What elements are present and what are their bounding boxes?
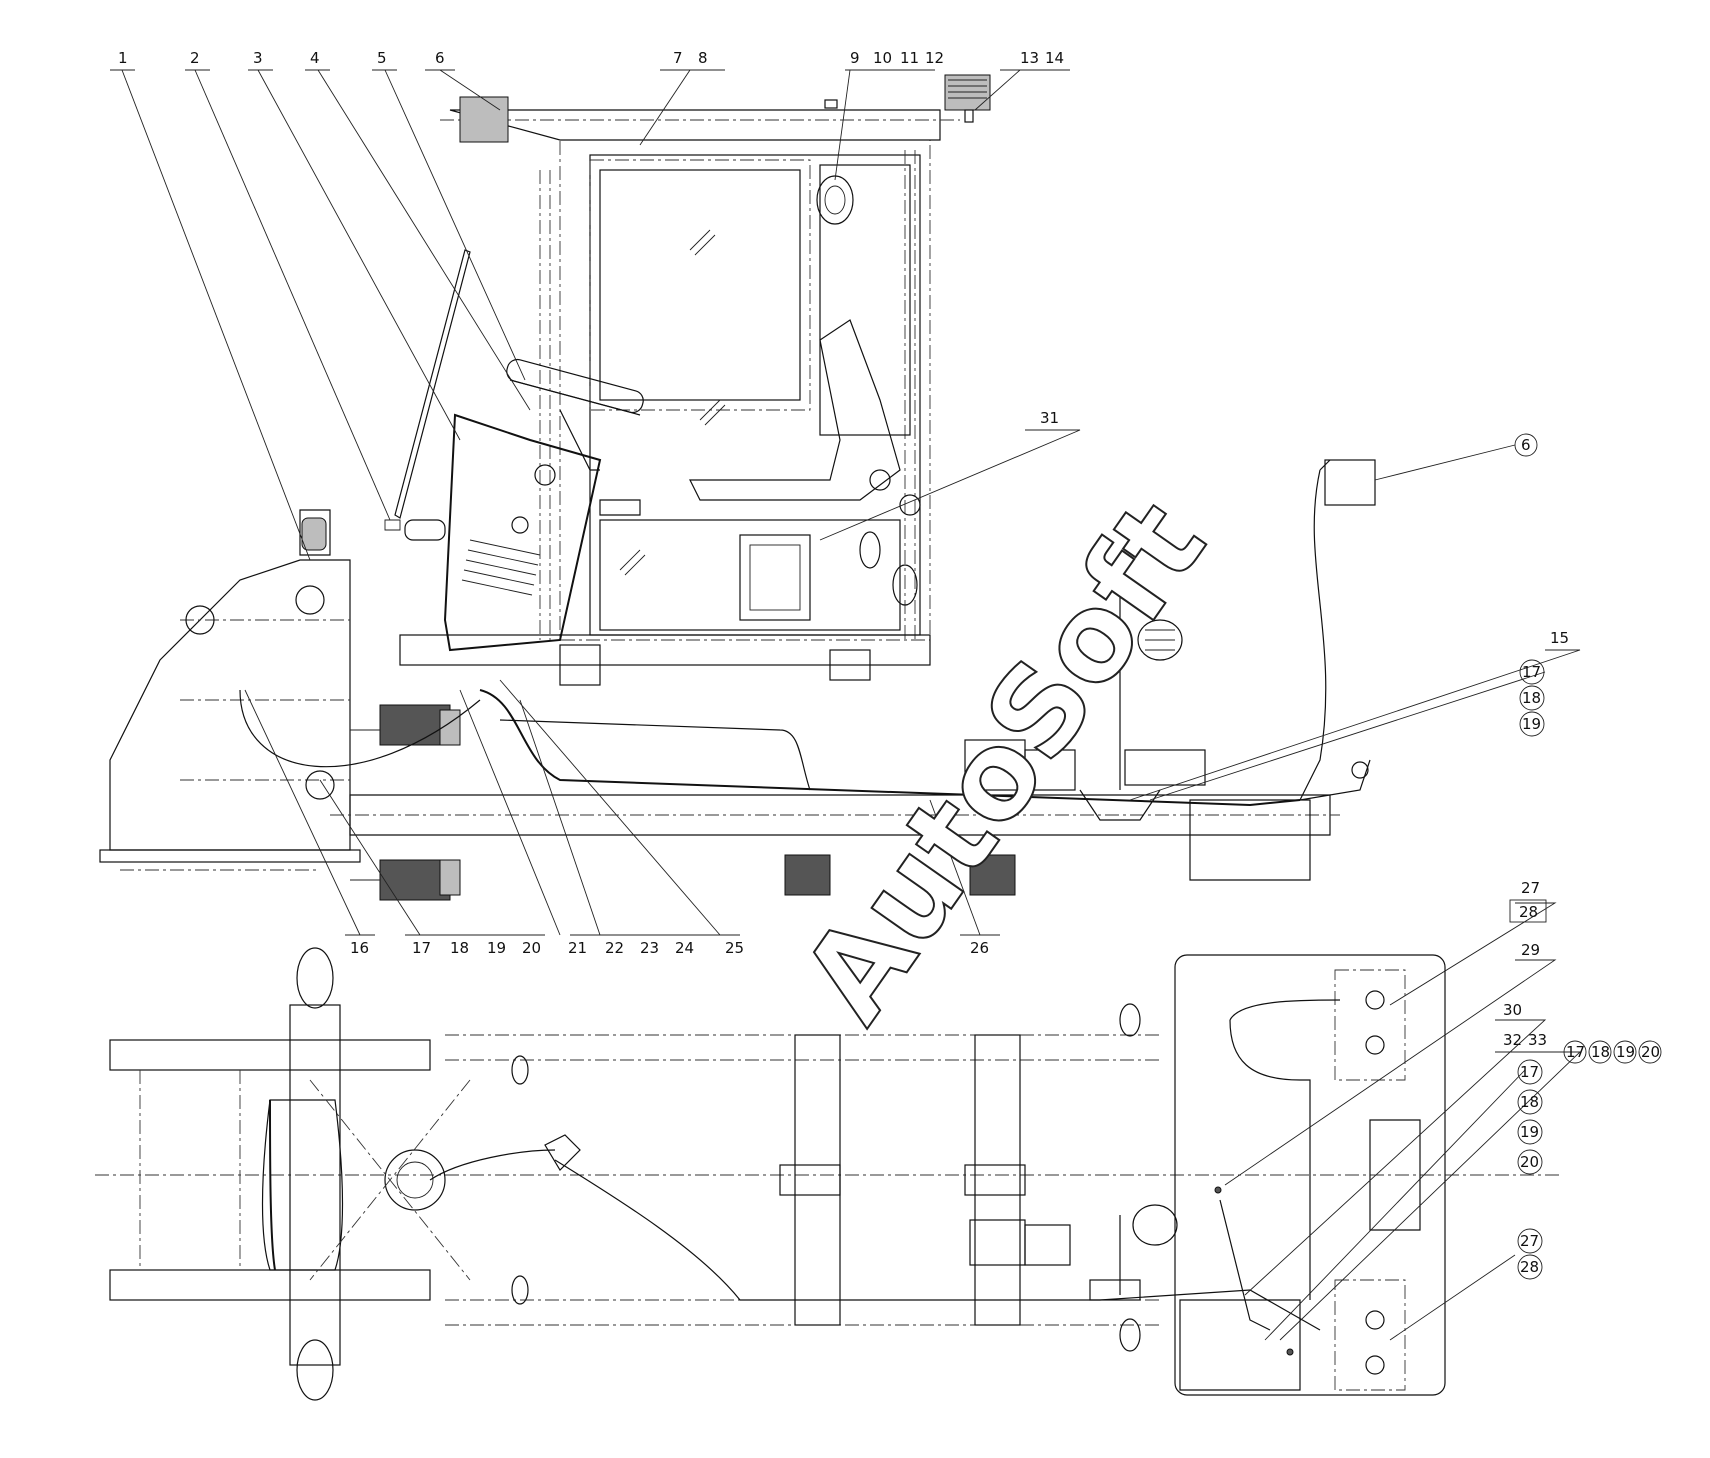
top-labels: 1 2 3 4 5 6 7 8 9 10 11 12 13 14 (118, 49, 1064, 67)
plan-harness (269, 999, 1341, 1356)
bottom-circled-28: 28 (1520, 1258, 1539, 1276)
plan-circled-row: 17 18 19 20 (1563, 1040, 1662, 1064)
engine-components (964, 619, 1206, 791)
label-30: 30 (1503, 1001, 1522, 1019)
bottom-circle-27 (1517, 1228, 1543, 1254)
label-16: 16 (350, 939, 369, 957)
label-12: 12 (925, 49, 944, 67)
label-25: 25 (725, 939, 744, 957)
col-circled-17: 17 (1520, 1063, 1539, 1081)
label-8: 8 (698, 49, 708, 67)
axle-couplings (350, 644, 1016, 901)
row-circled-20: 20 (1641, 1043, 1660, 1061)
side-right-labels: 15 31 (1040, 409, 1569, 647)
label-28: 28 (1519, 903, 1538, 921)
rear-section (1174, 954, 1446, 1396)
circled-18: 18 (1522, 689, 1541, 707)
label-33: 33 (1528, 1031, 1547, 1049)
label-19: 19 (487, 939, 506, 957)
operator-seat (599, 319, 921, 516)
pivot-joint (309, 1079, 471, 1281)
label-31: 31 (1040, 409, 1059, 427)
row-circle-20 (1638, 1040, 1662, 1064)
plan-frame (445, 1003, 1160, 1352)
label-21: 21 (568, 939, 587, 957)
circle-6 (1514, 433, 1538, 457)
plan-circled-col: 17 18 19 20 (1517, 1059, 1543, 1175)
label-6: 6 (435, 49, 445, 67)
label-27: 27 (1521, 879, 1540, 897)
bottom-circled-27: 27 (1520, 1232, 1539, 1250)
windscreen-wiper (384, 249, 471, 541)
circle-18 (1519, 685, 1545, 711)
side-circled-labels: 6 17 18 19 (1514, 433, 1545, 737)
circle-19 (1519, 711, 1545, 737)
row-circle-17 (1563, 1040, 1587, 1064)
label-24: 24 (675, 939, 694, 957)
bottom-circle-28 (1517, 1254, 1543, 1280)
label-3: 3 (253, 49, 263, 67)
row-circled-17: 17 (1566, 1043, 1585, 1061)
label-7: 7 (673, 49, 683, 67)
row-circled-19: 19 (1616, 1043, 1635, 1061)
row-circle-18 (1588, 1040, 1612, 1064)
side-box (1324, 459, 1376, 506)
label-5: 5 (377, 49, 387, 67)
plan-circled-bottom: 27 28 (1517, 1228, 1543, 1280)
circled-19: 19 (1522, 715, 1541, 733)
side-bottom-labels: 16 17 18 19 20 21 22 23 24 25 26 (350, 939, 989, 957)
circle-17 (1519, 659, 1545, 685)
watermark: AutoSoft (777, 478, 1233, 1046)
label-9: 9 (850, 49, 860, 67)
row-circled-18: 18 (1591, 1043, 1610, 1061)
plan-labels: 27 28 29 30 32 33 (1503, 879, 1547, 1049)
label-28-box (1509, 899, 1547, 923)
leader-lines (110, 69, 1582, 1341)
col-circle-20 (1517, 1149, 1543, 1175)
label-32: 32 (1503, 1031, 1522, 1049)
label-11: 11 (900, 49, 919, 67)
label-22: 22 (605, 939, 624, 957)
col-circled-18: 18 (1520, 1093, 1539, 1111)
circled-6: 6 (1521, 436, 1531, 454)
label-29: 29 (1521, 941, 1540, 959)
plan-components (544, 1134, 1178, 1301)
chassis-rail (120, 794, 1340, 881)
label-2: 2 (190, 49, 200, 67)
roof-beacon (824, 74, 991, 123)
label-20: 20 (522, 939, 541, 957)
label-15: 15 (1550, 629, 1569, 647)
label-18: 18 (450, 939, 469, 957)
label-10: 10 (873, 49, 892, 67)
label-4: 4 (310, 49, 320, 67)
front-frame (99, 509, 361, 863)
steering-column (443, 358, 644, 652)
plan-view (95, 947, 1560, 1401)
label-13: 13 (1020, 49, 1039, 67)
front-axle (109, 947, 431, 1401)
col-circle-18 (1517, 1089, 1543, 1115)
row-circle-19 (1613, 1040, 1637, 1064)
col-circled-19: 19 (1520, 1123, 1539, 1141)
circled-17: 17 (1522, 663, 1541, 681)
roof-box (459, 96, 509, 143)
label-1: 1 (118, 49, 128, 67)
col-circled-20: 20 (1520, 1153, 1539, 1171)
label-26: 26 (970, 939, 989, 957)
label-23: 23 (640, 939, 659, 957)
col-circle-17 (1517, 1059, 1543, 1085)
cab-frame (399, 109, 960, 666)
side-view (99, 74, 1376, 901)
label-17: 17 (412, 939, 431, 957)
col-circle-19 (1517, 1119, 1543, 1145)
label-14: 14 (1045, 49, 1064, 67)
